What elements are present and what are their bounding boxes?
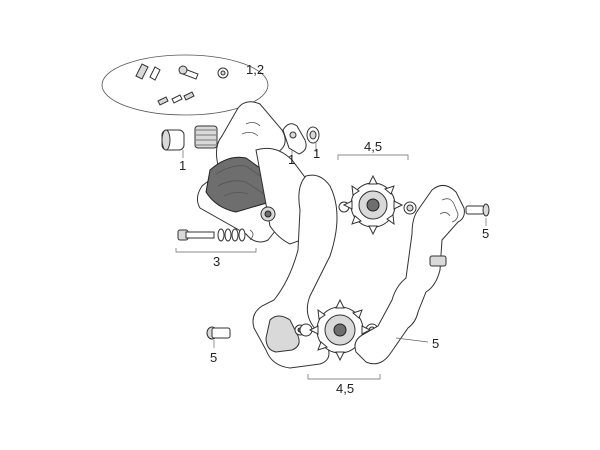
b-screw-set bbox=[175, 228, 257, 253]
screw-kit-oval bbox=[101, 54, 269, 116]
upper-pulley-wheel bbox=[342, 174, 404, 236]
callout-b-screw-set: 3 bbox=[213, 254, 221, 269]
axle-bolt-and-spring bbox=[161, 125, 218, 158]
pin-right bbox=[465, 203, 490, 226]
callout-cage-plate: 5 bbox=[432, 336, 440, 351]
callout-lower-pulley: 4,5 bbox=[336, 381, 355, 396]
callout-bolt-left: 1 bbox=[179, 158, 187, 173]
callout-upper-pulley: 4,5 bbox=[364, 139, 383, 154]
top-washers bbox=[282, 123, 320, 158]
small-screw-left bbox=[206, 326, 231, 348]
callout-washer-top-b: 1 bbox=[313, 146, 321, 161]
callout-pin-right: 5 bbox=[482, 226, 490, 241]
callout-washer-top-a: 1 bbox=[288, 152, 296, 167]
callout-small-screw-left: 5 bbox=[210, 350, 218, 365]
inner-cage-plate bbox=[354, 185, 465, 365]
upper-pulley-group bbox=[337, 154, 417, 236]
callout-screws-group: 1,2 bbox=[246, 62, 265, 77]
outer-cage bbox=[252, 174, 338, 369]
screw-kit-item bbox=[135, 63, 229, 106]
